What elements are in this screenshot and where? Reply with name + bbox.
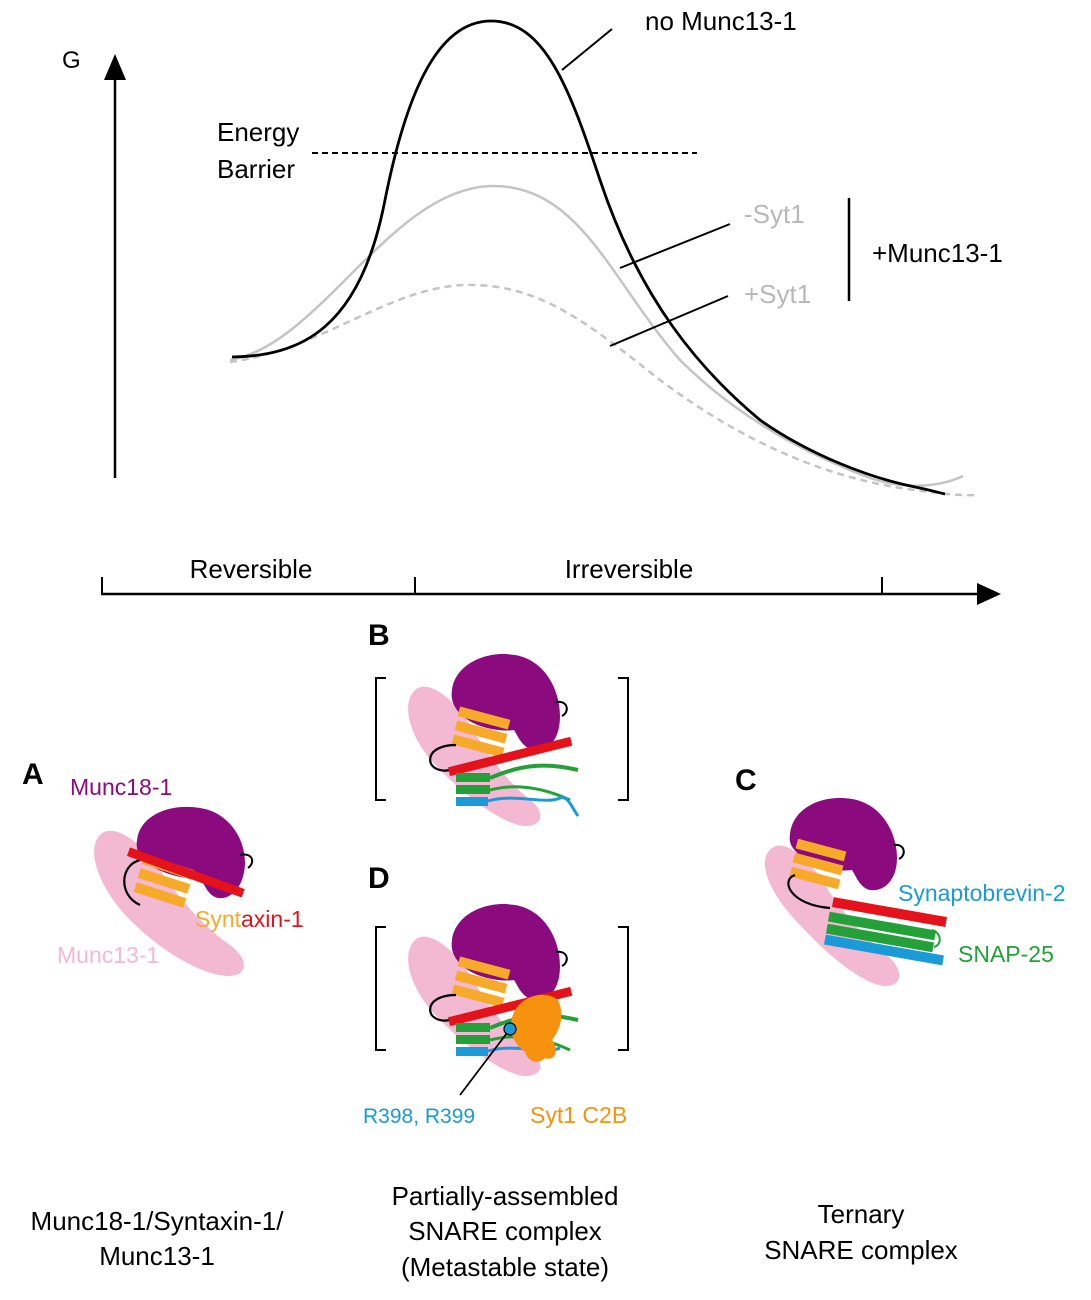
munc13-1-shape — [408, 936, 541, 1076]
synaptobrevin-2 — [456, 796, 580, 817]
snap-25-helices — [825, 911, 941, 953]
curve-no-munc13-1 — [231, 19, 946, 496]
syntaxin-habc — [451, 956, 511, 1008]
panel-c-snap25-label: SNAP-25 — [958, 941, 1054, 967]
bracket-right-b — [618, 677, 629, 801]
panel-d: D R398, R399 Syt1 C2B — [363, 862, 629, 1128]
syntaxin-habc — [451, 706, 511, 758]
phase-irreversible: Irreversible — [565, 554, 694, 584]
syntaxin-nterm — [555, 950, 568, 967]
munc13-1-shape — [408, 686, 541, 826]
curve-plus-syt1 — [229, 283, 976, 497]
panel-b-letter: B — [368, 619, 390, 652]
y-axis-label: G — [62, 47, 81, 74]
bracket-left-b — [375, 677, 386, 801]
caption-bd-line-1: Partially-assembled — [392, 1181, 619, 1211]
panel-b: B — [368, 619, 629, 826]
syntaxin-snare-motif — [126, 847, 245, 898]
caption-bd-line-2: SNARE complex — [408, 1216, 602, 1246]
y-axis-arrowhead — [104, 54, 126, 80]
syntaxin-nterm — [555, 700, 568, 717]
leader-r398-r399 — [459, 1032, 508, 1096]
caption-a-line-1: Munc18-1/Syntaxin-1/ — [31, 1206, 285, 1236]
panel-a-munc18-label: Munc18-1 — [70, 774, 172, 800]
label-plus-syt1: +Syt1 — [744, 279, 811, 309]
panel-a-syntaxin-suffix: axin-1 — [241, 906, 304, 932]
caption-bd-line-3: (Metastable state) — [401, 1252, 609, 1282]
panel-a: A Munc18-1 Synt axin-1 Munc13-1 — [22, 758, 304, 976]
panel-a-munc13-label: Munc13-1 — [57, 942, 159, 968]
caption-c-line-1: Ternary — [818, 1199, 905, 1229]
leader-minus-syt1 — [619, 223, 731, 269]
synaptobrevin-2 — [824, 934, 944, 966]
label-minus-syt1: -Syt1 — [744, 199, 805, 229]
munc18-1-shape — [136, 806, 245, 899]
syntaxin-nterm — [239, 853, 254, 869]
reaction-axis-arrowhead — [977, 583, 1001, 605]
syntaxin-snare-motif — [831, 897, 947, 927]
munc18-1-shape — [451, 654, 560, 751]
label-no-munc13-1: no Munc13-1 — [645, 6, 797, 36]
syntaxin-linker — [429, 743, 457, 772]
panel-a-syntaxin-prefix: Synt — [195, 906, 242, 932]
bracket-left-d — [375, 926, 386, 1051]
munc13-1-shape — [94, 830, 245, 976]
bracket-right-d — [618, 926, 629, 1051]
energy-landscape: G Energy Barrier no Munc13-1 -Syt1 +Syt1… — [62, 6, 1003, 605]
energy-barrier-label-1: Energy — [217, 117, 299, 147]
panel-c-letter: C — [735, 764, 757, 797]
leader-plus-syt1 — [609, 295, 729, 347]
leader-no-munc13-1 — [561, 28, 613, 71]
label-plus-munc13-1: +Munc13-1 — [872, 238, 1003, 268]
panel-a-letter: A — [22, 758, 44, 791]
curve-minus-syt1 — [229, 184, 964, 487]
munc18-1-shape — [451, 904, 560, 1001]
syntaxin-linker — [787, 873, 831, 910]
syt1-c2b-shape — [510, 994, 562, 1062]
syntaxin-snare-motif — [447, 736, 573, 777]
phase-reversible: Reversible — [190, 554, 313, 584]
caption-a-line-2: Munc13-1 — [99, 1241, 215, 1271]
syntaxin-nterm — [892, 843, 905, 860]
syntaxin-linker — [123, 858, 141, 907]
energy-barrier-label-2: Barrier — [217, 154, 295, 184]
panel-c: C Synaptobrevin-2 SNAP-25 — [735, 764, 1066, 986]
syntaxin-linker — [429, 993, 457, 1022]
captions: Munc18-1/Syntaxin-1/ Munc13-1 Partially-… — [31, 1181, 958, 1282]
panel-c-synaptobrevin-label: Synaptobrevin-2 — [898, 880, 1066, 906]
panel-d-residues-label: R398, R399 — [363, 1105, 475, 1128]
panel-d-c2b-label: Syt1 C2B — [530, 1102, 627, 1128]
munc18-1-shape — [789, 797, 897, 891]
r398-r399-site — [503, 1022, 517, 1036]
caption-c-line-2: SNARE complex — [764, 1235, 958, 1265]
syntaxin-habc — [789, 838, 847, 890]
panel-d-letter: D — [368, 862, 390, 895]
